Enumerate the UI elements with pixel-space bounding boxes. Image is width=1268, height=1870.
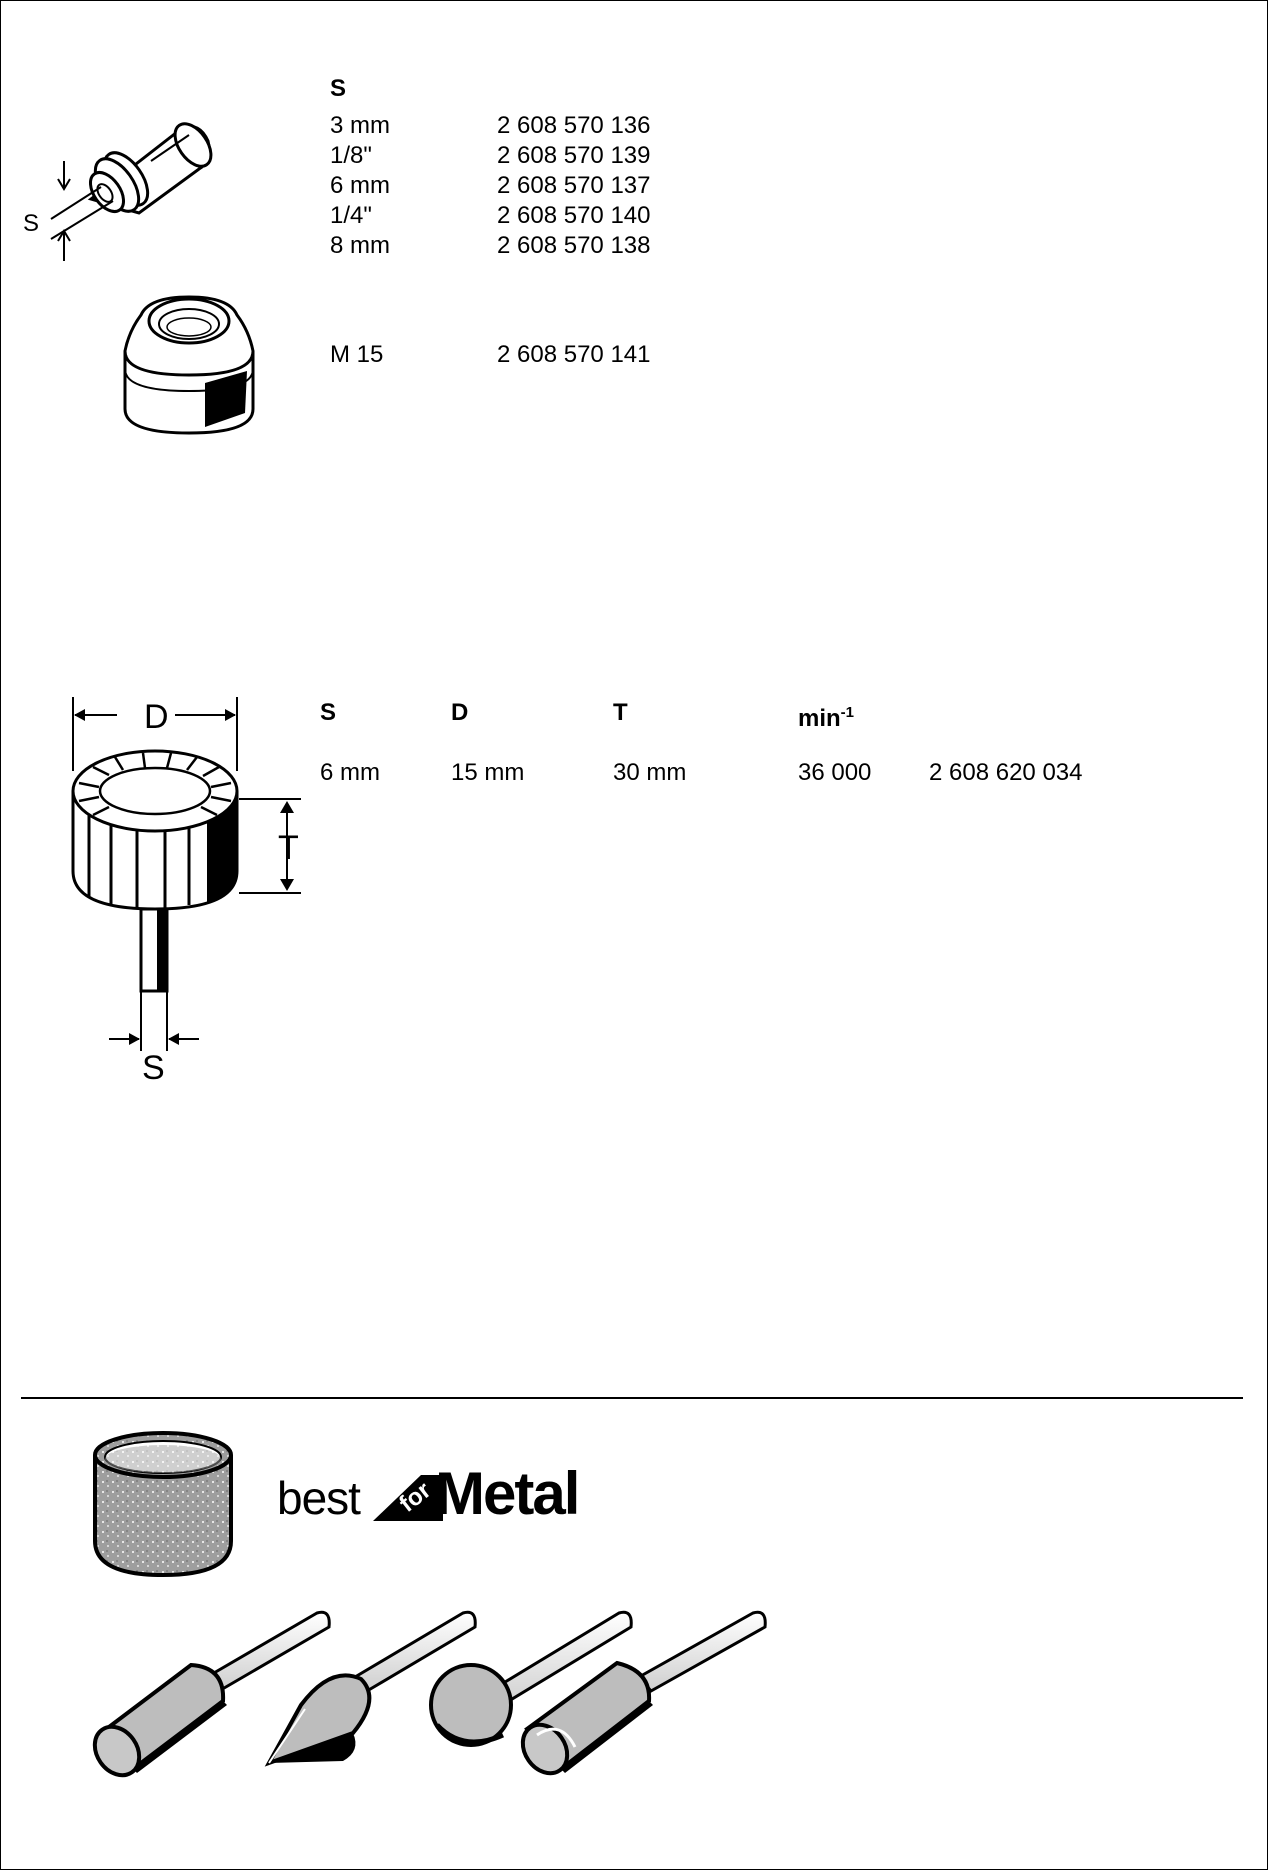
collet-dimension-label: S bbox=[23, 210, 40, 237]
nut-part-number: 2 608 570 141 bbox=[497, 341, 651, 368]
dim-label-s: S bbox=[142, 1049, 165, 1087]
collet-illustration bbox=[50, 122, 213, 261]
flap-wheel-illustration bbox=[71, 697, 301, 1051]
flap-wheel-part-number: 2 608 620 034 bbox=[929, 759, 1083, 786]
collet-part-number: 2 608 570 139 bbox=[497, 142, 651, 169]
cone-point-icon bbox=[264, 1610, 477, 1767]
collet-size: 1/8" bbox=[330, 142, 372, 169]
collet-part-number: 2 608 570 140 bbox=[497, 202, 651, 229]
collet-part-number: 2 608 570 136 bbox=[497, 112, 651, 139]
header-t: T bbox=[613, 699, 628, 726]
collet-size: 8 mm bbox=[330, 232, 390, 259]
rounded-cylinder-point-icon bbox=[520, 1610, 767, 1776]
header-speed-exponent: -1 bbox=[840, 704, 855, 721]
collet-size: 3 mm bbox=[330, 112, 390, 139]
collet-part-number: 2 608 570 138 bbox=[497, 232, 651, 259]
logo-metal-text: Metal bbox=[435, 1460, 580, 1527]
flap-wheel-d: 15 mm bbox=[451, 759, 525, 786]
dim-label-d: D bbox=[144, 698, 169, 736]
section-divider bbox=[21, 1397, 1243, 1399]
nut-size: M 15 bbox=[330, 341, 384, 368]
dim-label-t: T bbox=[278, 829, 299, 867]
header-speed: min-1 bbox=[798, 698, 854, 734]
header-s: S bbox=[320, 699, 337, 726]
abrasive-sleeve-illustration bbox=[93, 1431, 233, 1578]
collet-header-s: S bbox=[330, 75, 347, 102]
collet-size: 1/4" bbox=[330, 202, 372, 229]
logo-for-badge: for bbox=[373, 1475, 443, 1521]
ball-point-icon bbox=[429, 1610, 633, 1747]
header-d: D bbox=[451, 699, 469, 726]
collet-part-number: 2 608 570 137 bbox=[497, 172, 651, 199]
cylinder-point-icon bbox=[92, 1610, 331, 1778]
collet-size: 6 mm bbox=[330, 172, 390, 199]
flap-wheel-speed: 36 000 bbox=[798, 759, 872, 786]
flap-wheel-s: 6 mm bbox=[320, 759, 380, 786]
header-speed-unit: min bbox=[798, 705, 841, 732]
logo-best-text: best bbox=[277, 1472, 361, 1524]
flap-wheel-t: 30 mm bbox=[613, 759, 687, 786]
clamping-nut-illustration bbox=[123, 295, 255, 435]
mounted-points-illustration bbox=[92, 1610, 767, 1778]
